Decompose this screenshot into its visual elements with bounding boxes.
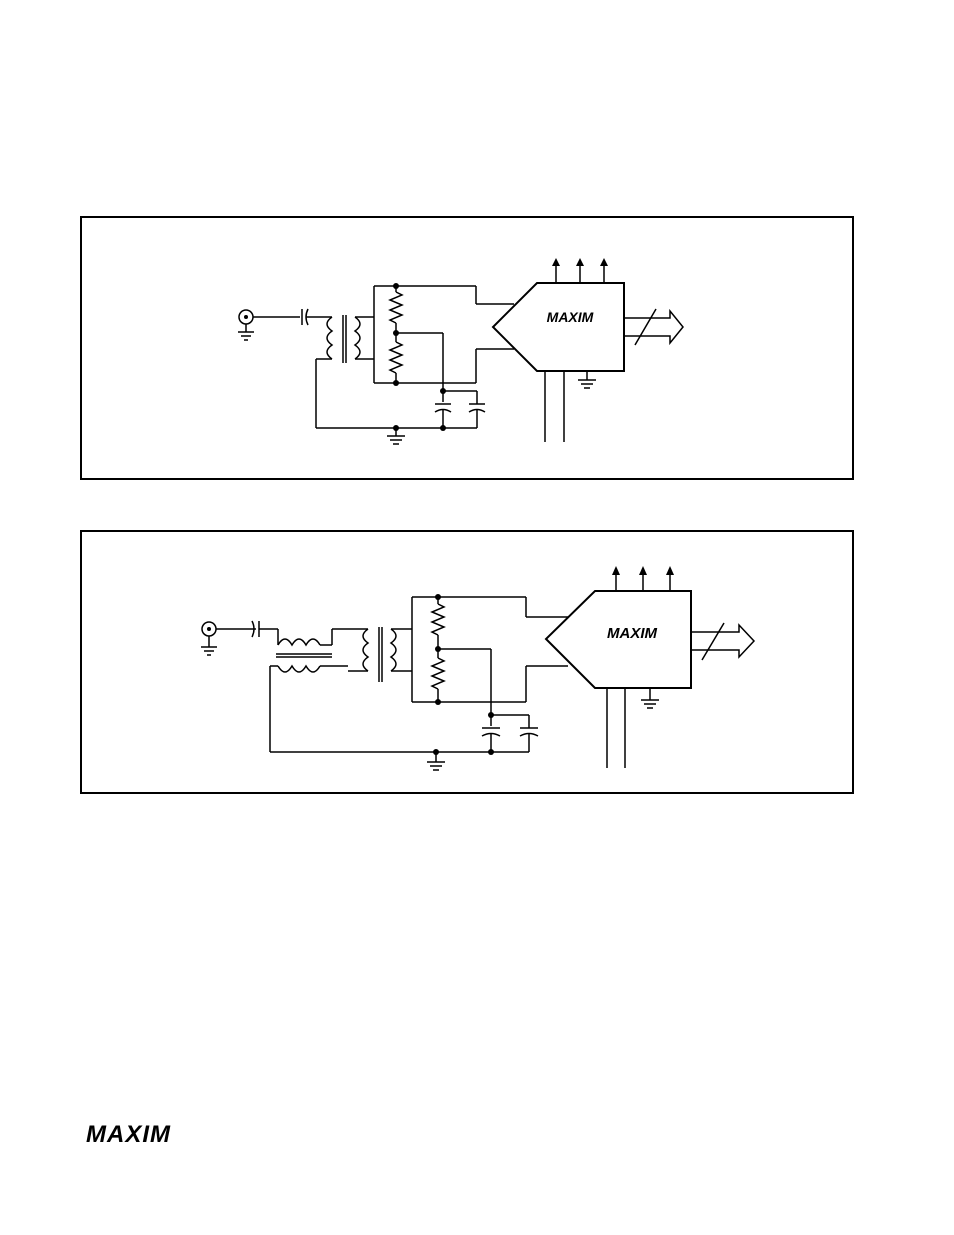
transformer-icon	[327, 315, 360, 363]
pin-arrow-icon	[552, 258, 608, 283]
circuit-diagram-1: MAXIM	[2, 218, 954, 482]
figure-1-single-transformer-circuit: MAXIM	[80, 216, 854, 480]
bus-arrow-icon	[624, 309, 683, 345]
bnc-connector-icon	[238, 310, 254, 340]
pin-arrow-icon	[612, 566, 674, 591]
circuit-diagram-2: MAXIM	[2, 532, 954, 796]
figure-2-balun-transformer-circuit: MAXIM	[80, 530, 854, 794]
chip-logo: MAXIM	[607, 625, 658, 642]
adc-chip-icon: MAXIM	[493, 283, 624, 371]
ground-icon	[578, 371, 596, 388]
ground-icon	[387, 428, 405, 444]
transformer-icon	[348, 627, 396, 682]
bnc-connector-icon	[201, 622, 217, 655]
footer-maxim-logo: MAXIM	[84, 1120, 194, 1146]
ground-icon	[427, 752, 445, 770]
chip-logo: MAXIM	[547, 309, 594, 325]
adc-chip-icon: MAXIM	[546, 591, 691, 688]
maxim-logo-icon: MAXIM	[84, 1120, 194, 1146]
bus-arrow-icon	[691, 623, 754, 660]
transformer-icon	[276, 629, 332, 672]
footer-logo-text: MAXIM	[86, 1121, 171, 1146]
resistor-icon	[374, 286, 476, 383]
ground-icon	[641, 688, 659, 708]
